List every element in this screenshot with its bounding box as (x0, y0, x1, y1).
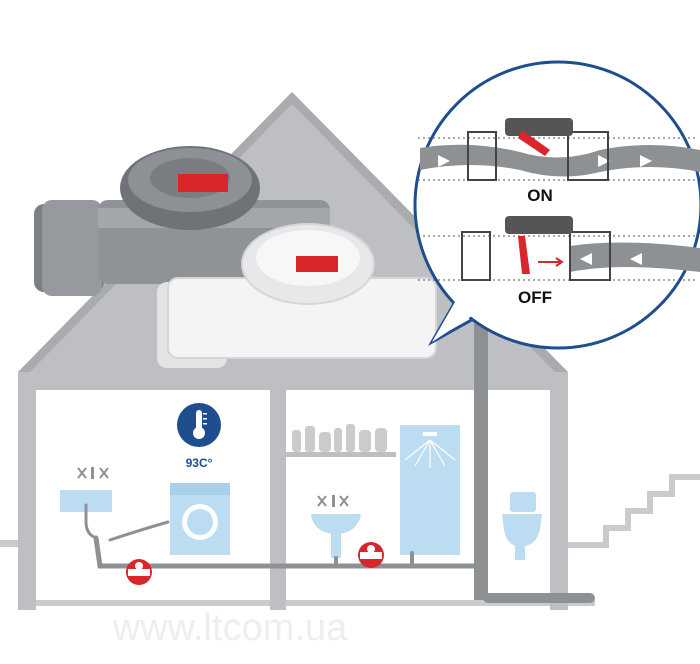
shower-cabin (400, 425, 460, 555)
bottle-shelf (286, 424, 396, 457)
toilet (502, 492, 542, 560)
ground-line (0, 540, 595, 606)
temperature-label: 93C° (186, 456, 213, 470)
watermark-text: www.ltcom.ua (112, 607, 348, 649)
kitchen-sink (60, 467, 112, 512)
valve-off-diagram (418, 216, 700, 281)
valve-state-callout (413, 60, 700, 350)
valve-marker (358, 542, 384, 568)
valve-marker (126, 559, 152, 585)
bathroom-basin (311, 495, 361, 558)
thermometer-icon (177, 403, 221, 447)
on-label: ON (527, 186, 553, 205)
drain-pipes (84, 318, 595, 603)
gray-valve (34, 146, 330, 296)
off-label: OFF (518, 288, 552, 307)
valve-on-diagram (418, 118, 700, 181)
stairs (568, 474, 700, 548)
white-valve (157, 223, 437, 368)
washing-machine (170, 483, 230, 555)
